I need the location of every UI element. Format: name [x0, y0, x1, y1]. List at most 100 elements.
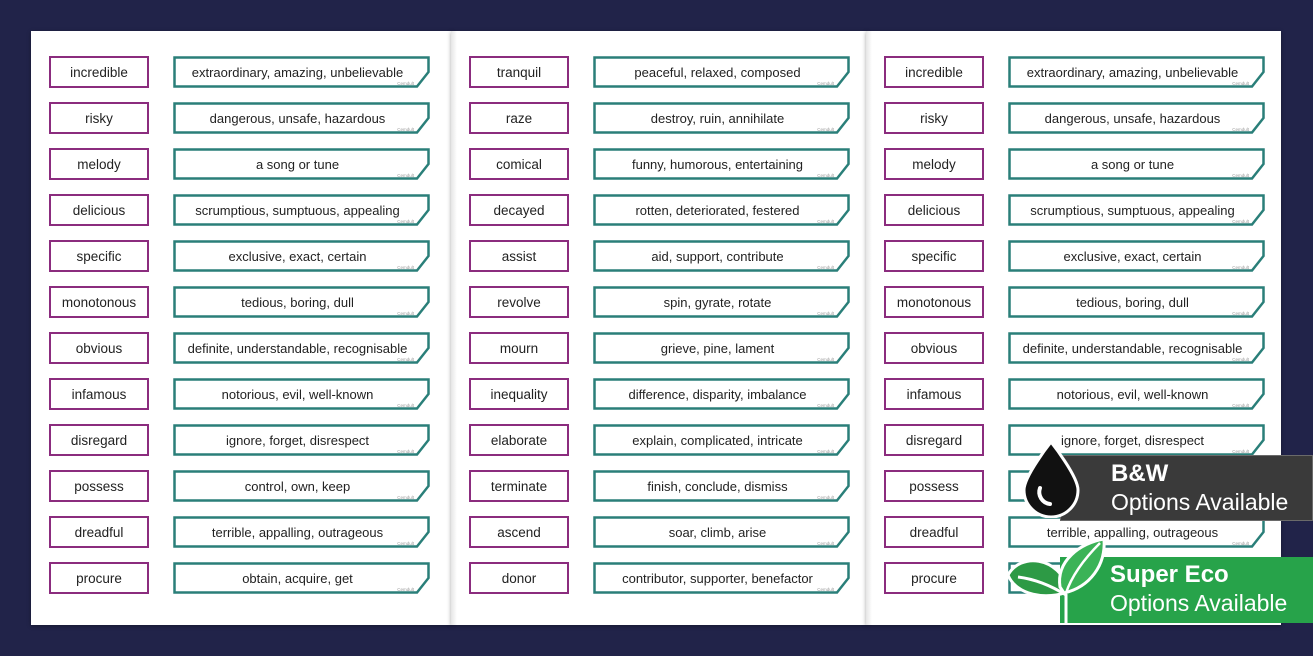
word-card: delicious	[884, 194, 984, 226]
card-watermark: Cemdult	[397, 357, 414, 362]
synonym-card-border	[173, 378, 430, 410]
word-card: monotonous	[884, 286, 984, 318]
word-card: melody	[884, 148, 984, 180]
synonym-card-border	[173, 286, 430, 318]
eco-banner-title: Super Eco	[1110, 561, 1229, 588]
page-fold-shadow	[451, 31, 457, 625]
word-card: risky	[49, 102, 149, 134]
synonym-card-border	[173, 240, 430, 272]
synonym-card-border	[1008, 286, 1265, 318]
bw-options-banner[interactable]: B&W Options Available	[1060, 455, 1313, 521]
word-card: mourn	[469, 332, 569, 364]
word-card: risky	[884, 102, 984, 134]
synonym-text: scrumptious, sumptuous, appealing	[1030, 202, 1235, 218]
word-card: specific	[884, 240, 984, 272]
synonym-text: extraordinary, amazing, unbelievable	[1026, 64, 1239, 80]
synonym-text: notorious, evil, well-known	[1056, 386, 1209, 402]
word-card: decayed	[469, 194, 569, 226]
card-watermark: Cemdult	[1232, 541, 1249, 546]
synonym-card-border	[593, 332, 850, 364]
word-card: comical	[469, 148, 569, 180]
synonym-card-border	[1008, 424, 1265, 456]
synonym-card-border	[173, 194, 430, 226]
word-card: terminate	[469, 470, 569, 502]
synonym-card-border	[1008, 378, 1265, 410]
synonym-text: destroy, ruin, annihilate	[650, 110, 785, 126]
card-watermark: Cemdult	[817, 173, 834, 178]
synonym-card-border	[173, 562, 430, 594]
word-card: infamous	[49, 378, 149, 410]
synonym-card-border	[593, 470, 850, 502]
word-card: incredible	[49, 56, 149, 88]
synonym-text: exclusive, exact, certain	[228, 248, 367, 264]
word-card: delicious	[49, 194, 149, 226]
card-watermark: Cemdult	[817, 357, 834, 362]
word-card: possess	[49, 470, 149, 502]
card-watermark: Cemdult	[397, 127, 414, 132]
card-watermark: Cemdult	[817, 449, 834, 454]
synonym-card-border	[593, 378, 850, 410]
word-card: monotonous	[49, 286, 149, 318]
eco-banner-subtitle: Options Available	[1110, 590, 1288, 616]
bw-banner-subtitle: Options Available	[1111, 489, 1289, 515]
eco-options-banner[interactable]: Super Eco Options Available	[1060, 557, 1313, 623]
synonym-text: definite, understandable, recognisable	[1022, 340, 1243, 356]
synonym-text: difference, disparity, imbalance	[628, 386, 807, 402]
word-card: procure	[884, 562, 984, 594]
card-watermark: Cemdult	[817, 495, 834, 500]
synonym-text: tedious, boring, dull	[241, 294, 354, 310]
card-watermark: Cemdult	[1232, 219, 1249, 224]
card-watermark: Cemdult	[397, 81, 414, 86]
synonym-card-border	[173, 424, 430, 456]
card-watermark: Cemdult	[817, 127, 834, 132]
leaf-icon	[1006, 537, 1106, 623]
synonym-text: a song or tune	[255, 156, 340, 172]
card-watermark: Cemdult	[397, 403, 414, 408]
card-watermark: Cemdult	[1232, 173, 1249, 178]
synonym-card-border	[593, 516, 850, 548]
synonym-text: notorious, evil, well-known	[221, 386, 374, 402]
synonym-card-border	[1008, 56, 1265, 88]
synonym-card-border	[173, 516, 430, 548]
card-watermark: Cemdult	[1232, 449, 1249, 454]
card-watermark: Cemdult	[817, 587, 834, 592]
card-watermark: Cemdult	[817, 541, 834, 546]
card-watermark: Cemdult	[1232, 357, 1249, 362]
card-watermark: Cemdult	[397, 265, 414, 270]
word-card: infamous	[884, 378, 984, 410]
card-watermark: Cemdult	[397, 587, 414, 592]
synonym-text: tedious, boring, dull	[1076, 294, 1189, 310]
card-watermark: Cemdult	[1232, 265, 1249, 270]
